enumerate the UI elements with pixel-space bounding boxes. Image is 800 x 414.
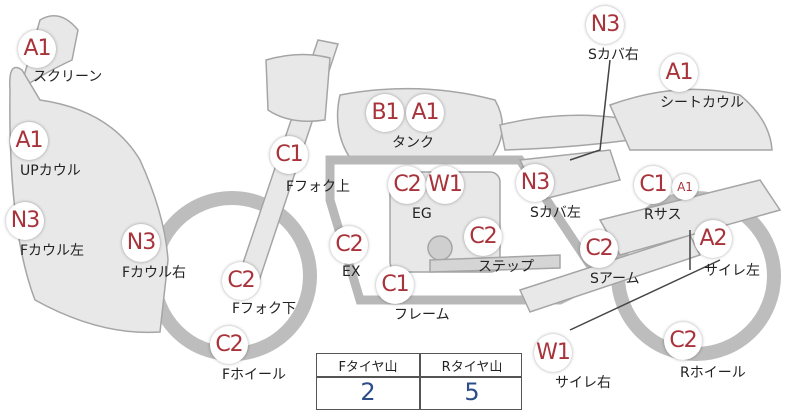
f-wheel-code-badge[interactable]: C2 [210, 326, 248, 364]
r-sus-code-badge-2[interactable]: A1 [672, 174, 698, 200]
seat-shape [499, 114, 632, 151]
r-sus-code-badge-1[interactable]: C1 [634, 166, 672, 204]
s-cover-right-code-badge[interactable]: N3 [586, 6, 624, 44]
tank-code-badge-1[interactable]: B1 [366, 94, 404, 132]
r-sus-label: Rサス [644, 207, 682, 223]
f-fork-lower-code-badge[interactable]: C2 [222, 262, 260, 300]
s-arm-label: Sアーム [590, 271, 640, 287]
muffler-right-label: サイレ右 [555, 375, 611, 391]
step-shape [429, 254, 561, 273]
rear-tire-tread-header: Rタイヤ山 [441, 360, 503, 375]
s-cover-right-label: Sカバ右 [588, 47, 639, 63]
f-fork-upper-label: Fフォク上 [286, 179, 351, 195]
seat-cowl-code-badge[interactable]: A1 [660, 54, 698, 92]
f-cowl-left-code-badge[interactable]: N3 [6, 202, 44, 240]
muffler-right-code-badge[interactable]: W1 [534, 334, 572, 372]
step-code-badge[interactable]: C2 [464, 218, 502, 256]
front-tire-tread-header: Fタイヤ山 [338, 360, 398, 375]
seat-cowl-label: シートカウル [660, 95, 744, 111]
eg-code-badge-2[interactable]: W1 [426, 166, 464, 204]
f-fork-upper-code-badge[interactable]: C1 [270, 136, 308, 174]
front-cowl-shape [9, 66, 169, 334]
fork-upper-shape [265, 53, 331, 122]
muffler-left-label: サイレ左 [704, 263, 760, 279]
tire-tread-table: Fタイヤ山 Rタイヤ山 2 5 [316, 353, 522, 410]
f-fork-lower-label: Fフォク下 [232, 301, 297, 317]
frame-label: フレーム [394, 307, 450, 323]
screen-label: スクリーン [33, 69, 103, 85]
r-wheel-code-badge[interactable]: C2 [664, 322, 702, 360]
rear-tire-tread-value: 5 [464, 378, 480, 406]
tank-label: タンク [392, 135, 434, 151]
muffler-left-code-badge[interactable]: A2 [694, 220, 732, 258]
eg-label: EG [412, 206, 432, 222]
ex-label: EX [342, 264, 361, 280]
screen-code-badge[interactable]: A1 [18, 30, 56, 68]
swingarm-shape [518, 234, 702, 313]
f-cowl-right-label: Fカウル右 [122, 265, 187, 281]
f-wheel-label: Fホイール [222, 367, 287, 383]
tank-code-badge-2[interactable]: A1 [406, 94, 444, 132]
up-cowl-code-badge[interactable]: A1 [10, 122, 48, 160]
s-cover-left-label: Sカバ左 [530, 205, 581, 221]
step-label: ステップ [478, 259, 534, 275]
r-wheel-label: Rホイール [680, 365, 746, 381]
s-cover-left-code-badge[interactable]: N3 [516, 164, 554, 202]
front-tire-tread-value: 2 [360, 378, 376, 406]
frame-code-badge[interactable]: C1 [376, 266, 414, 304]
s-arm-code-badge[interactable]: C2 [580, 230, 618, 268]
ex-code-badge[interactable]: C2 [330, 226, 368, 264]
f-cowl-right-code-badge[interactable]: N3 [122, 224, 160, 262]
eg-code-badge-1[interactable]: C2 [388, 166, 426, 204]
up-cowl-label: UPカウル [20, 163, 81, 179]
f-cowl-left-label: Fカウル左 [20, 243, 85, 259]
